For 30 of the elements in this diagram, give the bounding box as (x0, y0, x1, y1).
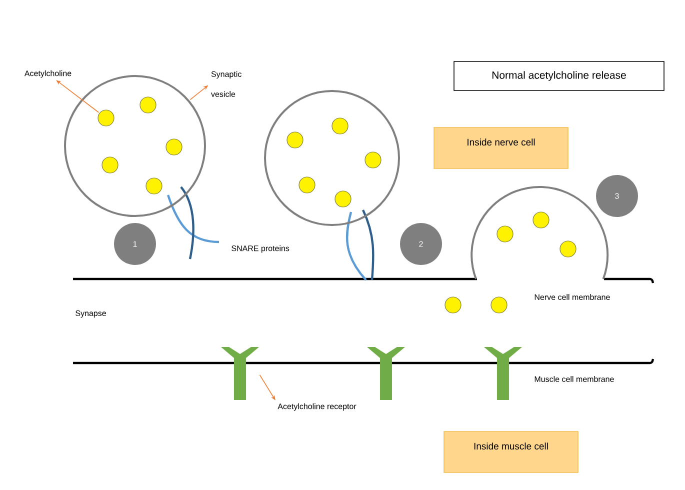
acetylcholine-dot (140, 96, 156, 114)
acetylcholine-dot (286, 132, 304, 148)
acetylcholine-dot (334, 190, 352, 208)
label-box: Inside muscle cell (444, 431, 578, 473)
title-box: Normal acetylcholine release (454, 61, 664, 91)
acetylcholine-dot (102, 156, 118, 174)
acetylcholine-dot (166, 138, 182, 156)
vesicle-circle (264, 90, 400, 226)
text-label: Synaptic vesicle (211, 71, 242, 97)
text-label: Acetylcholine receptor (278, 403, 356, 411)
acetylcholine-dot (98, 110, 114, 126)
snare-label: SNARE proteins (232, 245, 290, 253)
acetylcholine-dot (560, 240, 576, 258)
acetylcholine-dot (298, 176, 316, 194)
membrane-label: Muscle cell membrane (534, 376, 614, 382)
acetylcholine-dot (496, 226, 514, 242)
receptor (484, 347, 522, 400)
membrane-label: Nerve cell membrane (534, 294, 610, 300)
acetylcholine-dot (332, 118, 348, 134)
text-label: Acetylcholine (24, 70, 72, 78)
label-box: Inside nerve cell (434, 127, 568, 169)
fused-vesicle (470, 186, 609, 280)
region-label: Synapse (76, 310, 106, 318)
acetylcholine-dot (444, 296, 462, 314)
acetylcholine-dot (146, 178, 162, 194)
acetylcholine-dot (364, 152, 382, 168)
receptor (221, 347, 259, 400)
acetylcholine-dot (490, 296, 508, 314)
acetylcholine-dot (532, 212, 550, 228)
receptor (367, 347, 405, 400)
